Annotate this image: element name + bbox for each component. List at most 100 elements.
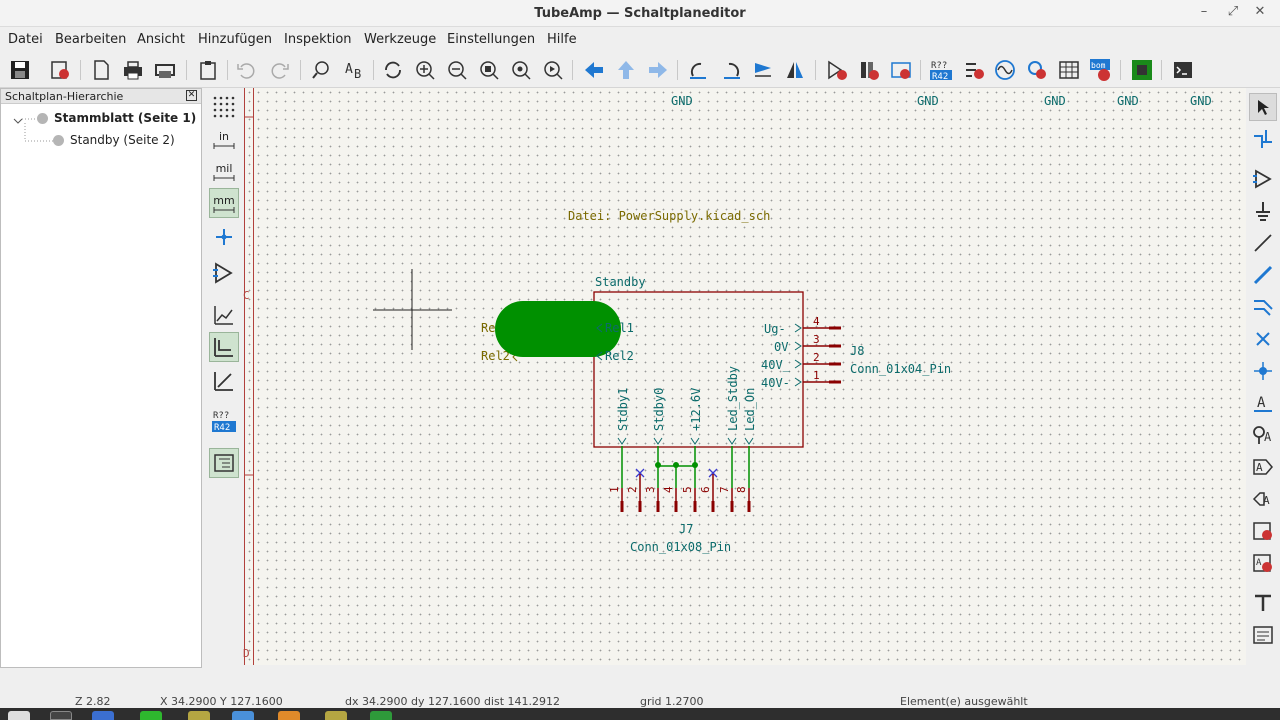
units-inch-button[interactable]: in — [209, 124, 239, 154]
menu-hinzufuegen[interactable]: Hinzufügen — [198, 32, 272, 47]
erc-icon[interactable] — [960, 56, 988, 84]
add-bus-entry-icon[interactable] — [1249, 293, 1277, 321]
scripting-console-icon[interactable] — [1169, 56, 1197, 84]
bom-icon[interactable]: bom — [1087, 56, 1115, 84]
new-page-icon[interactable] — [87, 56, 115, 84]
select-tool-icon[interactable] — [1249, 93, 1277, 121]
add-hier-label-icon[interactable]: A — [1249, 485, 1277, 513]
tree-item-standby[interactable]: Standby (Seite 2) — [70, 133, 175, 147]
menu-ansicht[interactable]: Ansicht — [137, 32, 186, 47]
units-mil-button[interactable]: mil — [209, 156, 239, 186]
start-menu-icon[interactable] — [8, 711, 30, 720]
hierarchy-panel-toggle-icon[interactable] — [209, 448, 239, 478]
add-wire-icon[interactable] — [1249, 261, 1277, 289]
up-icon[interactable] — [612, 56, 640, 84]
close-icon[interactable]: ✕ — [1254, 4, 1266, 19]
menu-einstellungen[interactable]: Einstellungen — [447, 32, 536, 47]
symbol-fields-table-icon[interactable] — [1055, 56, 1083, 84]
ref-preview-top: R?? — [213, 411, 229, 421]
line-mode-90-icon[interactable] — [209, 332, 239, 362]
annotate-icon[interactable]: R??R42 — [927, 56, 955, 84]
zoom-in-icon[interactable] — [411, 56, 439, 84]
add-line-icon[interactable] — [1249, 229, 1277, 257]
add-text-icon[interactable] — [1249, 589, 1277, 617]
menu-werkzeuge[interactable]: Werkzeuge — [364, 32, 437, 47]
app-icon[interactable] — [188, 711, 210, 720]
j8-pins[interactable] — [803, 327, 840, 383]
wires[interactable] — [621, 446, 750, 488]
rotate-ccw-icon[interactable] — [685, 56, 713, 84]
no-connect-icon[interactable] — [1249, 325, 1277, 353]
minimize-icon[interactable]: – — [1200, 4, 1208, 19]
line-mode-free-icon[interactable] — [209, 300, 239, 330]
app-icon[interactable] — [278, 711, 300, 720]
annotation-preview-icon[interactable]: R??R42 — [209, 406, 239, 436]
highlight-net-icon[interactable] — [1249, 125, 1277, 153]
app-icon[interactable] — [370, 711, 392, 720]
import-sheet-pin-icon[interactable]: A — [1249, 549, 1277, 577]
hierarchical-sheet[interactable] — [593, 291, 804, 448]
grid-toggle-icon[interactable] — [209, 92, 239, 122]
save-icon[interactable] — [6, 56, 34, 84]
hidden-pins-icon[interactable] — [209, 258, 239, 288]
undo-icon[interactable] — [232, 56, 260, 84]
units-mm-button[interactable]: mm — [209, 188, 239, 218]
sheet-pin-led-stdby: Led_Stdby — [726, 366, 740, 431]
j8-value: Conn_01x04_Pin — [850, 362, 951, 376]
zoom-objects-icon[interactable] — [507, 56, 535, 84]
sheet-pin-rel2: Rel2 — [605, 349, 634, 363]
menu-bearbeiten[interactable]: Bearbeiten — [55, 32, 127, 47]
add-symbol-icon[interactable] — [1249, 165, 1277, 193]
paste-icon[interactable] — [194, 56, 222, 84]
print-icon[interactable] — [119, 56, 147, 84]
j7-pins[interactable] — [621, 474, 750, 512]
add-netclass-icon[interactable]: A — [1249, 421, 1277, 449]
cursor-shape-icon[interactable] — [209, 222, 239, 252]
selection-highlight[interactable] — [495, 301, 621, 357]
maximize-icon[interactable]: ⤢ — [1227, 4, 1239, 19]
mirror-vertical-icon[interactable] — [749, 56, 777, 84]
forward-icon[interactable] — [644, 56, 672, 84]
add-textbox-icon[interactable] — [1249, 621, 1277, 649]
app-icon[interactable] — [232, 711, 254, 720]
menu-hilfe[interactable]: Hilfe — [547, 32, 577, 47]
workspace-icon[interactable] — [92, 711, 114, 720]
schematic-setup-icon[interactable] — [46, 56, 74, 84]
symbol-editor-icon[interactable] — [823, 56, 851, 84]
app-icon[interactable] — [140, 711, 162, 720]
close-icon[interactable]: ✕ — [186, 90, 197, 101]
add-junction-icon[interactable] — [1249, 357, 1277, 385]
line-mode-45-icon[interactable] — [209, 366, 239, 396]
zoom-fit-icon[interactable] — [475, 56, 503, 84]
zoom-selection-icon[interactable] — [539, 56, 567, 84]
app-icon[interactable] — [325, 711, 347, 720]
add-power-icon[interactable] — [1249, 197, 1277, 225]
j8-pin-number: 4 — [813, 315, 820, 328]
sheet-pin-12v6: +12.6V — [689, 388, 703, 431]
zoom-out-icon[interactable] — [443, 56, 471, 84]
footprint-assign-icon[interactable] — [887, 56, 915, 84]
mirror-horizontal-icon[interactable] — [781, 56, 809, 84]
refresh-icon[interactable] — [379, 56, 407, 84]
tree-item-root[interactable]: Stammblatt (Seite 1) — [54, 111, 197, 125]
add-sheet-icon[interactable] — [1249, 517, 1277, 545]
terminal-icon[interactable] — [50, 711, 72, 720]
j7-pin-number: 1 — [608, 486, 621, 493]
redo-icon[interactable] — [266, 56, 294, 84]
status-delta: dx 34.2900 dy 127.1600 dist 141.2912 — [345, 695, 561, 708]
fields-editor-icon[interactable] — [1023, 56, 1051, 84]
add-label-icon[interactable]: A — [1249, 389, 1277, 417]
find-icon[interactable] — [307, 56, 335, 84]
add-global-label-icon[interactable]: A — [1249, 453, 1277, 481]
menu-inspektion[interactable]: Inspektion — [284, 32, 352, 47]
back-icon[interactable] — [580, 56, 608, 84]
j7-reference: J7 — [679, 522, 693, 536]
simulator-icon[interactable] — [991, 56, 1019, 84]
schematic-canvas[interactable]: C D GND GND GND GND GND Datei: PowerSupp… — [243, 88, 1246, 665]
menu-datei[interactable]: Datei — [8, 32, 43, 47]
rotate-cw-icon[interactable] — [717, 56, 745, 84]
symbol-library-icon[interactable] — [855, 56, 883, 84]
plot-icon[interactable] — [151, 56, 179, 84]
pcb-editor-icon[interactable] — [1128, 56, 1156, 84]
